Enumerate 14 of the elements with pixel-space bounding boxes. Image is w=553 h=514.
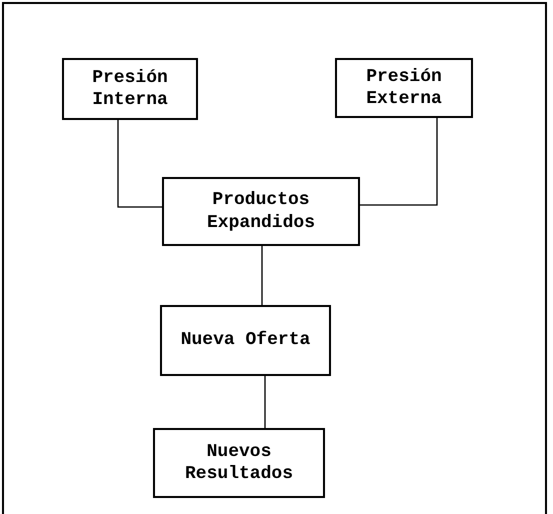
process-box bbox=[153, 428, 325, 498]
connector-line bbox=[261, 246, 263, 305]
process-box bbox=[162, 177, 360, 246]
box-label: Nueva Oferta bbox=[180, 329, 312, 352]
box-label: Presión Externa bbox=[365, 66, 443, 110]
process-box bbox=[160, 305, 331, 376]
process-box bbox=[335, 58, 473, 118]
connector-line bbox=[360, 118, 438, 206]
box-label: Nuevos Resultados bbox=[184, 440, 294, 486]
connector-line bbox=[264, 376, 266, 428]
box-label: Productos Expandidos bbox=[206, 189, 316, 234]
connector-line bbox=[117, 120, 162, 208]
box-label: Presión Interna bbox=[91, 66, 169, 112]
process-box bbox=[62, 58, 198, 120]
